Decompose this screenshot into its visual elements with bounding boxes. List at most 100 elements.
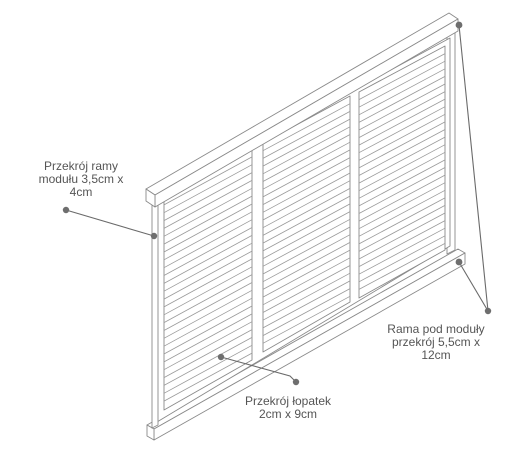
left-post [151, 195, 159, 429]
slat [163, 203, 253, 253]
slat [262, 295, 351, 344]
callout-dot [292, 378, 300, 386]
slat [163, 172, 253, 221]
callout-dot [455, 21, 463, 29]
slat [358, 189, 446, 237]
slat [262, 164, 351, 213]
slat [262, 118, 351, 167]
label-line: 4cm [69, 185, 93, 199]
slat [358, 235, 446, 283]
slat [262, 280, 351, 329]
slat [163, 282, 253, 331]
slat [163, 156, 253, 206]
slat [163, 187, 253, 237]
slat [358, 151, 446, 199]
slat [262, 242, 351, 290]
slat [262, 172, 351, 221]
slat [358, 159, 446, 207]
slat [358, 212, 446, 260]
slat [163, 329, 253, 378]
slat [163, 297, 253, 347]
slat [262, 234, 351, 283]
slat [358, 182, 446, 230]
slat [262, 126, 351, 175]
slat [358, 113, 446, 161]
callout-base-line-top [458, 24, 489, 312]
slat [163, 266, 253, 316]
slat [358, 136, 446, 184]
slat [163, 164, 253, 214]
frame-section-label: Przekrój ramy modułu 3,5cm x 4cm [6, 160, 156, 199]
callout-frame-line [65, 209, 155, 237]
slat [262, 111, 351, 159]
top-beam [145, 12, 459, 208]
slat [163, 195, 253, 245]
base-frame-label: Rama pod moduły przekrój 5,5cm x 12cm [356, 323, 516, 362]
slat [163, 219, 253, 269]
slat [262, 272, 351, 321]
slat [163, 344, 253, 394]
slat [163, 289, 253, 339]
slat [358, 129, 446, 176]
slat [358, 68, 446, 116]
slat [358, 174, 446, 222]
callout-dots [62, 21, 492, 386]
slat [163, 274, 253, 323]
slat [163, 242, 253, 292]
slat [163, 305, 253, 355]
label-line: przekrój 5,5cm x [391, 335, 481, 349]
slat [262, 218, 351, 267]
slat [262, 180, 351, 229]
slat [262, 141, 351, 190]
slat [262, 257, 351, 306]
slat [358, 83, 446, 131]
slat [262, 134, 351, 182]
slat [163, 235, 253, 284]
slat [262, 195, 351, 244]
slat [358, 91, 446, 138]
label-line: Rama pod moduły [387, 322, 485, 336]
label-line: 2cm x 9cm [258, 407, 317, 421]
slat [163, 313, 253, 363]
label-line: modułu 3,5cm x [38, 172, 124, 186]
callout-dot [455, 258, 463, 266]
module-2-opening [262, 95, 351, 353]
slat [358, 197, 446, 245]
slat [358, 205, 446, 252]
slat [163, 337, 253, 386]
slat [262, 149, 351, 198]
callout-dot [484, 307, 492, 315]
label-line: 12cm [421, 348, 451, 362]
callout-dot [62, 206, 70, 214]
slat [163, 258, 253, 308]
panel-drawing [145, 12, 466, 441]
slat [262, 157, 351, 205]
callout-base-line-bottom [458, 261, 489, 312]
slat [262, 103, 351, 152]
slat [358, 167, 446, 214]
slats [163, 53, 446, 402]
slat [358, 76, 446, 123]
slat [262, 288, 351, 336]
slat [163, 250, 253, 300]
slat [262, 265, 351, 313]
slat [163, 180, 253, 229]
slat [163, 227, 253, 276]
callout-dot [150, 232, 158, 240]
slat [358, 227, 446, 275]
slat [262, 249, 351, 298]
slat [358, 53, 446, 100]
slat [163, 211, 253, 261]
slat [262, 226, 351, 275]
slat [262, 188, 351, 236]
slat [358, 98, 446, 146]
slat-section-label: Przekrój łopatek 2cm x 9cm [218, 395, 358, 421]
slat [358, 121, 446, 169]
module-3-opening [358, 45, 446, 299]
slat [262, 211, 351, 259]
slat [358, 243, 446, 290]
label-line: Przekrój ramy [43, 159, 118, 173]
slat [358, 60, 446, 108]
slat [262, 203, 351, 252]
